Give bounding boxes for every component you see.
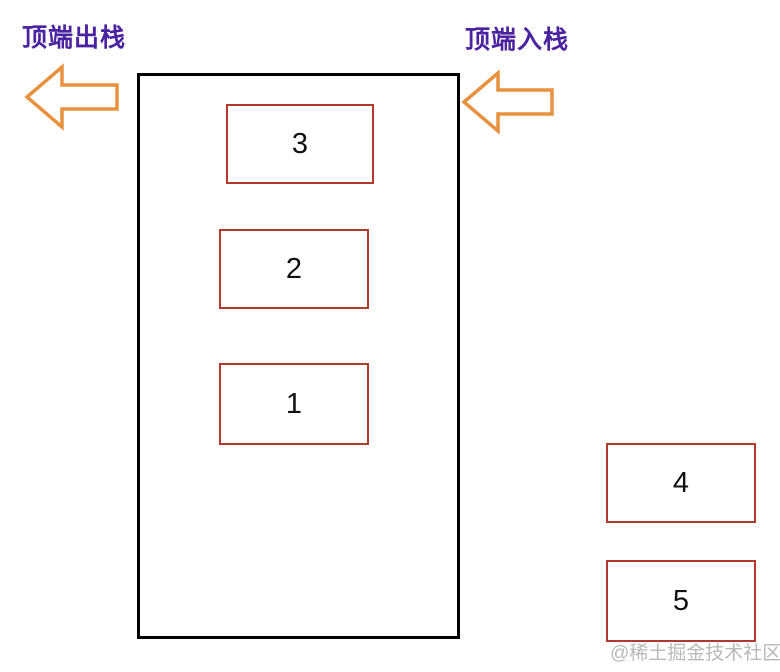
push-arrow-left-icon xyxy=(461,70,554,134)
stack-item-3: 3 xyxy=(226,104,374,184)
stack-item-2: 2 xyxy=(219,229,369,309)
watermark: @稀土掘金技术社区 xyxy=(610,643,780,664)
stack-item-value: 1 xyxy=(285,387,303,420)
stack-item-value: 3 xyxy=(291,127,309,160)
pop-from-top-label: 顶端出栈 xyxy=(22,24,127,52)
stack-container: 3 2 1 xyxy=(137,73,460,639)
outside-item-value: 4 xyxy=(672,466,690,499)
pop-arrow-left-icon xyxy=(24,63,119,131)
push-to-top-label: 顶端入栈 xyxy=(465,26,570,54)
stack-item-1: 1 xyxy=(219,363,369,445)
stack-item-value: 2 xyxy=(285,252,303,285)
outside-item-5: 5 xyxy=(606,560,756,642)
outside-item-4: 4 xyxy=(606,443,756,523)
outside-item-value: 5 xyxy=(672,584,690,617)
